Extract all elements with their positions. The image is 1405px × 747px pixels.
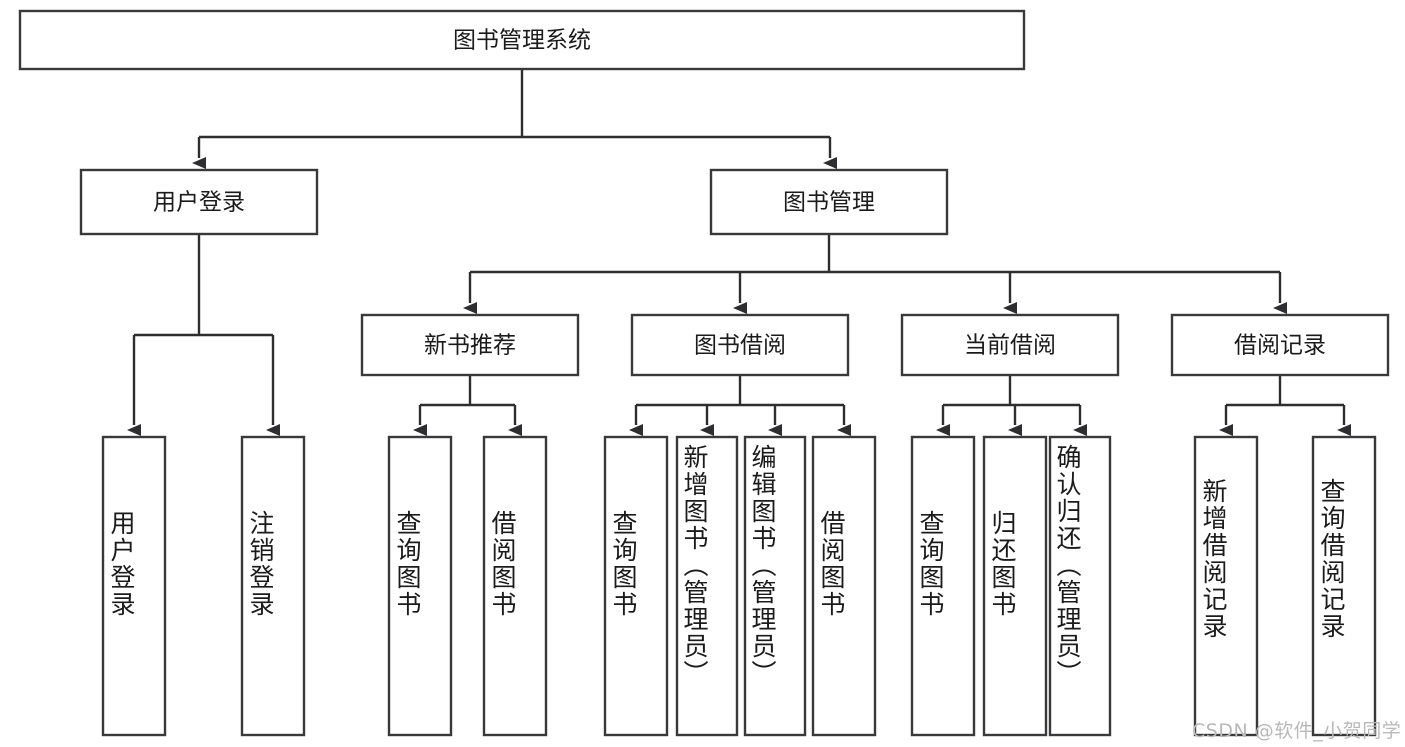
node-leaf-logout[interactable]	[240, 435, 306, 737]
node-book-manage[interactable]: 图书管理	[709, 168, 949, 236]
connector-bookmanage-to-level3	[463, 234, 1287, 314]
csdn-watermark: CSDN @软件_小贺同学	[1192, 720, 1402, 742]
node-user-login-label: 用户登录	[153, 190, 245, 216]
node-new-book-rec[interactable]: 新书推荐	[360, 313, 580, 377]
node-leaf-borrow-book[interactable]	[811, 435, 877, 737]
node-leaf-query-book-borrow[interactable]	[603, 435, 669, 737]
node-leaf-query-record[interactable]	[1311, 435, 1377, 737]
connector-root-to-level2	[192, 69, 837, 169]
node-new-book-rec-label: 新书推荐	[424, 333, 516, 359]
node-leaf-confirm-return[interactable]	[1048, 435, 1112, 737]
node-leaf-query-book-cur[interactable]	[910, 435, 976, 737]
leaf-node-rects	[101, 435, 1377, 737]
node-current-borrow-label: 当前借阅	[964, 333, 1056, 359]
node-book-manage-label: 图书管理	[783, 190, 875, 216]
node-borrow-record[interactable]: 借阅记录	[1170, 313, 1390, 377]
node-book-borrow[interactable]: 图书借阅	[630, 313, 850, 377]
node-leaf-add-book[interactable]	[675, 435, 739, 737]
connector-currentborrow-to-leaves	[936, 375, 1087, 436]
connector-newbook-to-leaves	[413, 375, 522, 436]
node-leaf-add-record[interactable]	[1193, 435, 1259, 737]
connector-userlogin-to-leaves	[127, 234, 280, 436]
node-leaf-return-book[interactable]	[982, 435, 1048, 737]
node-root[interactable]: 图书管理系统	[18, 9, 1026, 71]
node-root-label: 图书管理系统	[453, 28, 591, 54]
node-book-borrow-label: 图书借阅	[694, 333, 786, 359]
node-leaf-query-book-rec[interactable]	[387, 435, 453, 737]
node-leaf-borrow-book-rec[interactable]	[482, 435, 548, 737]
connector-bookborrow-to-leaves	[629, 375, 851, 436]
node-leaf-user-login[interactable]	[101, 435, 167, 737]
connector-borrowrecord-to-leaves	[1219, 375, 1351, 436]
node-leaf-edit-book[interactable]	[743, 435, 807, 737]
node-borrow-record-label: 借阅记录	[1234, 333, 1326, 359]
node-user-login[interactable]: 用户登录	[79, 168, 319, 236]
node-current-borrow[interactable]: 当前借阅	[900, 313, 1120, 377]
